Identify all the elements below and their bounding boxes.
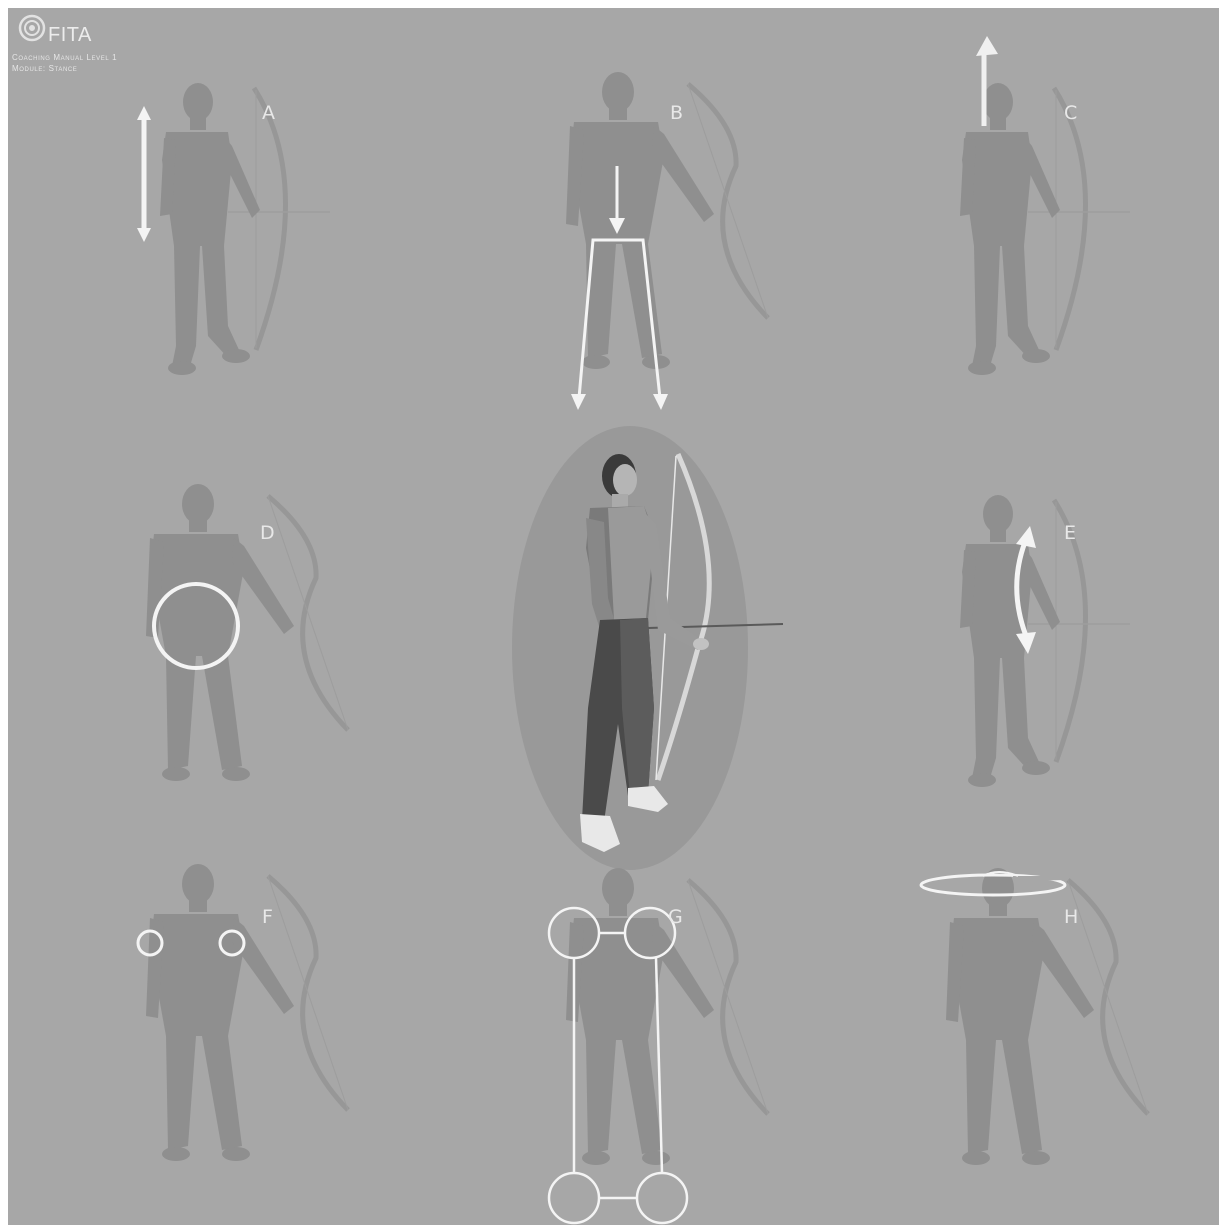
panel-b	[566, 72, 768, 410]
panel-a	[137, 83, 330, 375]
target-rings-icon	[20, 16, 44, 40]
label-f: F	[262, 906, 273, 928]
panel-e	[960, 495, 1130, 787]
panel-f	[138, 864, 348, 1161]
label-a: A	[262, 102, 275, 124]
panel-g	[549, 868, 768, 1223]
panel-h	[921, 868, 1148, 1165]
subtitle-line-2: Module: Stance	[12, 64, 77, 73]
label-b: B	[670, 102, 683, 124]
subtitle-line-1: Coaching Manual Level 1	[12, 53, 117, 62]
label-h: H	[1064, 906, 1078, 928]
panel-c	[960, 36, 1130, 375]
vertical-double-arrow-icon	[137, 106, 151, 242]
label-g: G	[668, 906, 683, 928]
label-d: D	[260, 522, 275, 544]
center-archer	[512, 426, 783, 870]
label-e: E	[1064, 522, 1076, 544]
panel-d	[146, 484, 348, 781]
label-c: C	[1064, 102, 1077, 124]
diagram-canvas: FITA Coaching Manual Level 1 Module: Sta…	[8, 8, 1219, 1225]
brand-title: FITA	[48, 24, 92, 47]
diagram-art	[8, 8, 1219, 1225]
